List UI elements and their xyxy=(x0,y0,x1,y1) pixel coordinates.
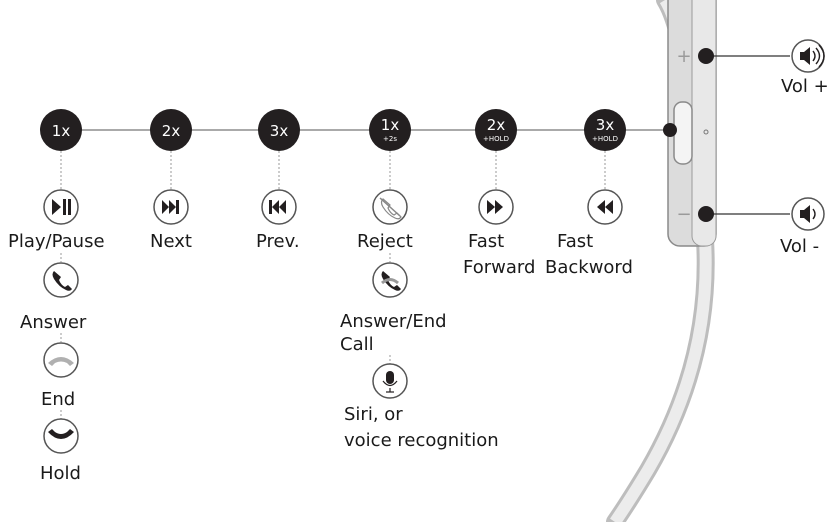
center-button[interactable] xyxy=(673,101,693,165)
prev-label: Prev. xyxy=(256,231,300,252)
step-3: 3x xyxy=(258,109,300,151)
play-pause-label: Play/Pause xyxy=(8,231,105,252)
answer-label: Answer xyxy=(20,312,87,333)
fast-forward-label-2: Forward xyxy=(463,257,535,278)
step-1: 1x xyxy=(40,109,82,151)
step-press: 2x xyxy=(487,116,506,134)
step-press: 1x xyxy=(52,122,71,140)
step-sub: +HOLD xyxy=(592,135,618,143)
step-4: 1x +2s xyxy=(369,109,411,151)
step-5: 2x +HOLD xyxy=(475,109,517,151)
phone-icon xyxy=(43,262,79,298)
volume-up-callout: Vol + xyxy=(698,39,829,97)
step-press: 1x xyxy=(381,116,400,134)
vol-down-label: Vol - xyxy=(780,236,819,257)
answer-end-call-icon xyxy=(372,262,408,298)
fast-backward-label-1: Fast xyxy=(557,231,593,252)
siri-label-2: voice recognition xyxy=(344,430,499,451)
hang-up-icon xyxy=(43,342,79,378)
mic-hole xyxy=(703,129,709,135)
step-press: 3x xyxy=(270,122,289,140)
reject-label: Reject xyxy=(357,231,413,252)
fast-forward-label-1: Fast xyxy=(468,231,504,252)
play-pause-icon xyxy=(43,189,79,225)
volume-up-button[interactable]: + xyxy=(676,46,691,67)
next-track-icon xyxy=(153,189,189,225)
siri-label-1: Siri, or xyxy=(344,404,403,425)
answer-end-call-label-2: Call xyxy=(340,334,374,355)
hold-call-icon xyxy=(43,418,79,454)
volume-down-callout: Vol - xyxy=(698,197,825,257)
answer-end-call-label-1: Answer/End xyxy=(340,311,447,332)
timeline-end-dot xyxy=(663,123,677,137)
step-6: 3x +HOLD xyxy=(584,109,626,151)
vol-up-label: Vol + xyxy=(781,76,829,97)
microphone-icon xyxy=(372,363,408,399)
next-label: Next xyxy=(150,231,192,252)
step-2: 2x xyxy=(150,109,192,151)
fast-backward-label-2: Backword xyxy=(545,257,633,278)
step-press: 3x xyxy=(596,116,615,134)
rewind-icon xyxy=(587,189,623,225)
volume-down-button[interactable]: − xyxy=(676,204,691,225)
step-sub: +HOLD xyxy=(483,135,509,143)
end-label: End xyxy=(41,389,75,410)
reject-call-icon xyxy=(372,189,408,225)
hold-label: Hold xyxy=(40,463,81,484)
previous-track-icon xyxy=(261,189,297,225)
step-sub: +2s xyxy=(383,135,397,143)
step-press: 2x xyxy=(162,122,181,140)
fast-forward-icon xyxy=(478,189,514,225)
